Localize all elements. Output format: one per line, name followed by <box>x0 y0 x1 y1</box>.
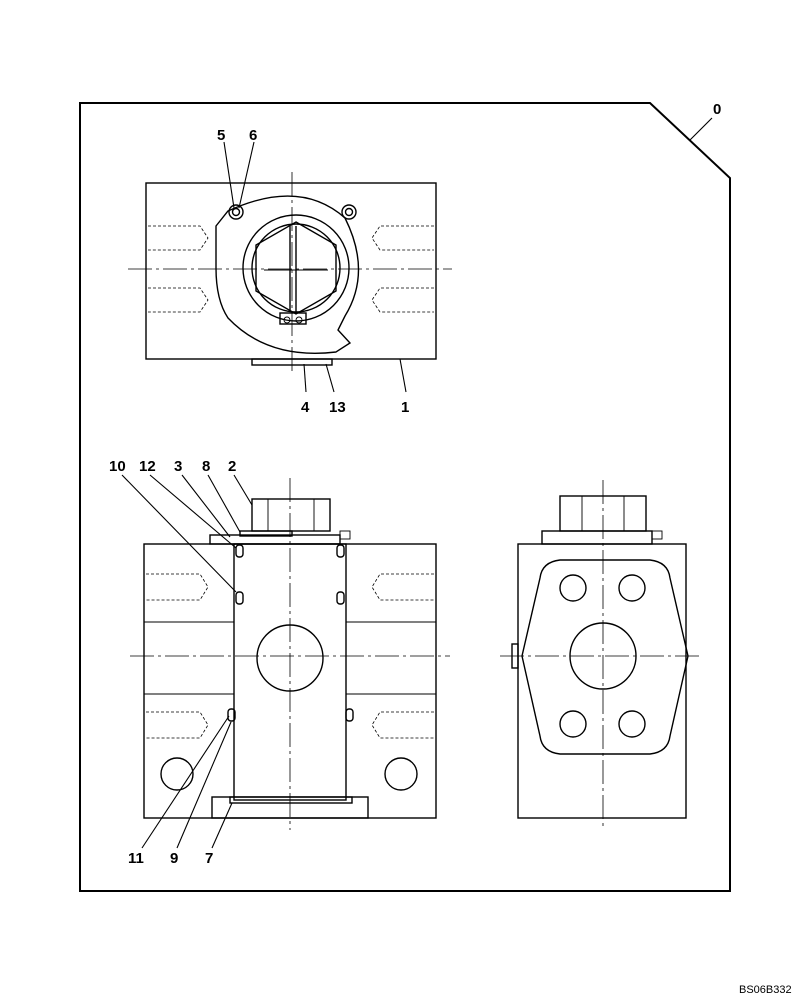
drawing-code: BS06B332 <box>739 984 792 996</box>
leader-0 <box>689 117 713 141</box>
leader-4 <box>303 363 307 393</box>
callout-0: 0 <box>713 101 721 118</box>
bolt-right-outer <box>341 204 357 220</box>
top-view-clip <box>279 312 307 325</box>
leader-12 <box>149 474 237 549</box>
assembly-frame <box>79 102 731 892</box>
seal-9-right <box>345 708 354 722</box>
top-port-ur <box>371 225 434 251</box>
seal-12-right <box>336 591 345 605</box>
bottom-snap-ring <box>229 796 353 804</box>
side-flange <box>521 559 689 755</box>
side-cap-tab <box>651 530 663 540</box>
bolt-5-outer <box>228 204 244 220</box>
leader-13 <box>325 363 335 393</box>
side-hole-ur <box>618 574 646 602</box>
callout-1: 1 <box>401 399 409 416</box>
leader-3 <box>181 474 231 538</box>
leader-10 <box>121 474 237 593</box>
front-port-ul <box>146 573 209 601</box>
side-view-block <box>517 543 687 819</box>
side-hole-lr <box>618 710 646 738</box>
callout-3: 3 <box>174 458 182 475</box>
leader-2 <box>233 474 253 506</box>
leader-11 <box>141 715 230 849</box>
front-view <box>121 474 450 849</box>
front-port-left <box>160 757 194 791</box>
top-view-hex <box>255 221 337 315</box>
front-port-ur <box>371 573 434 601</box>
top-cap-tab <box>339 530 351 540</box>
top-port-ll <box>148 287 209 313</box>
bolt-5-inner <box>231 207 241 217</box>
callout-10: 10 <box>109 458 126 475</box>
callout-7: 7 <box>205 850 213 867</box>
leader-8 <box>207 474 241 533</box>
front-port-ll <box>146 711 209 739</box>
top-port-ul <box>148 225 209 251</box>
leader-5 <box>223 141 235 209</box>
bolt-right-inner <box>344 207 354 217</box>
side-view <box>500 480 700 830</box>
side-hole-ul <box>559 574 587 602</box>
callout-11: 11 <box>128 850 144 867</box>
top-cap-plate <box>209 534 341 545</box>
front-port-lr <box>371 711 434 739</box>
top-view-clip-hole-1 <box>283 316 291 324</box>
callout-13: 13 <box>329 399 346 416</box>
seal-12 <box>235 591 244 605</box>
callout-4: 4 <box>301 399 310 416</box>
top-port-lr <box>371 287 434 313</box>
side-cap-plate <box>541 530 653 545</box>
callout-9: 9 <box>170 850 178 867</box>
leader-1 <box>399 358 407 393</box>
leader-7 <box>211 802 233 849</box>
callout-8: 8 <box>202 458 210 475</box>
seal-9 <box>227 708 236 722</box>
leader-6 <box>238 141 255 209</box>
top-view <box>128 141 452 393</box>
callout-12: 12 <box>139 458 156 475</box>
callout-6: 6 <box>249 127 257 144</box>
side-hole-ll <box>559 710 587 738</box>
top-view-flange <box>215 195 360 354</box>
hex-plug <box>251 498 331 532</box>
leader-9 <box>176 721 232 849</box>
front-port-right <box>384 757 418 791</box>
seal-10 <box>235 544 244 558</box>
top-view-block <box>145 182 437 360</box>
callout-2: 2 <box>228 458 236 475</box>
top-view-clip-hole-2 <box>295 316 303 324</box>
callout-5: 5 <box>217 127 225 144</box>
seal-10-right <box>336 544 345 558</box>
